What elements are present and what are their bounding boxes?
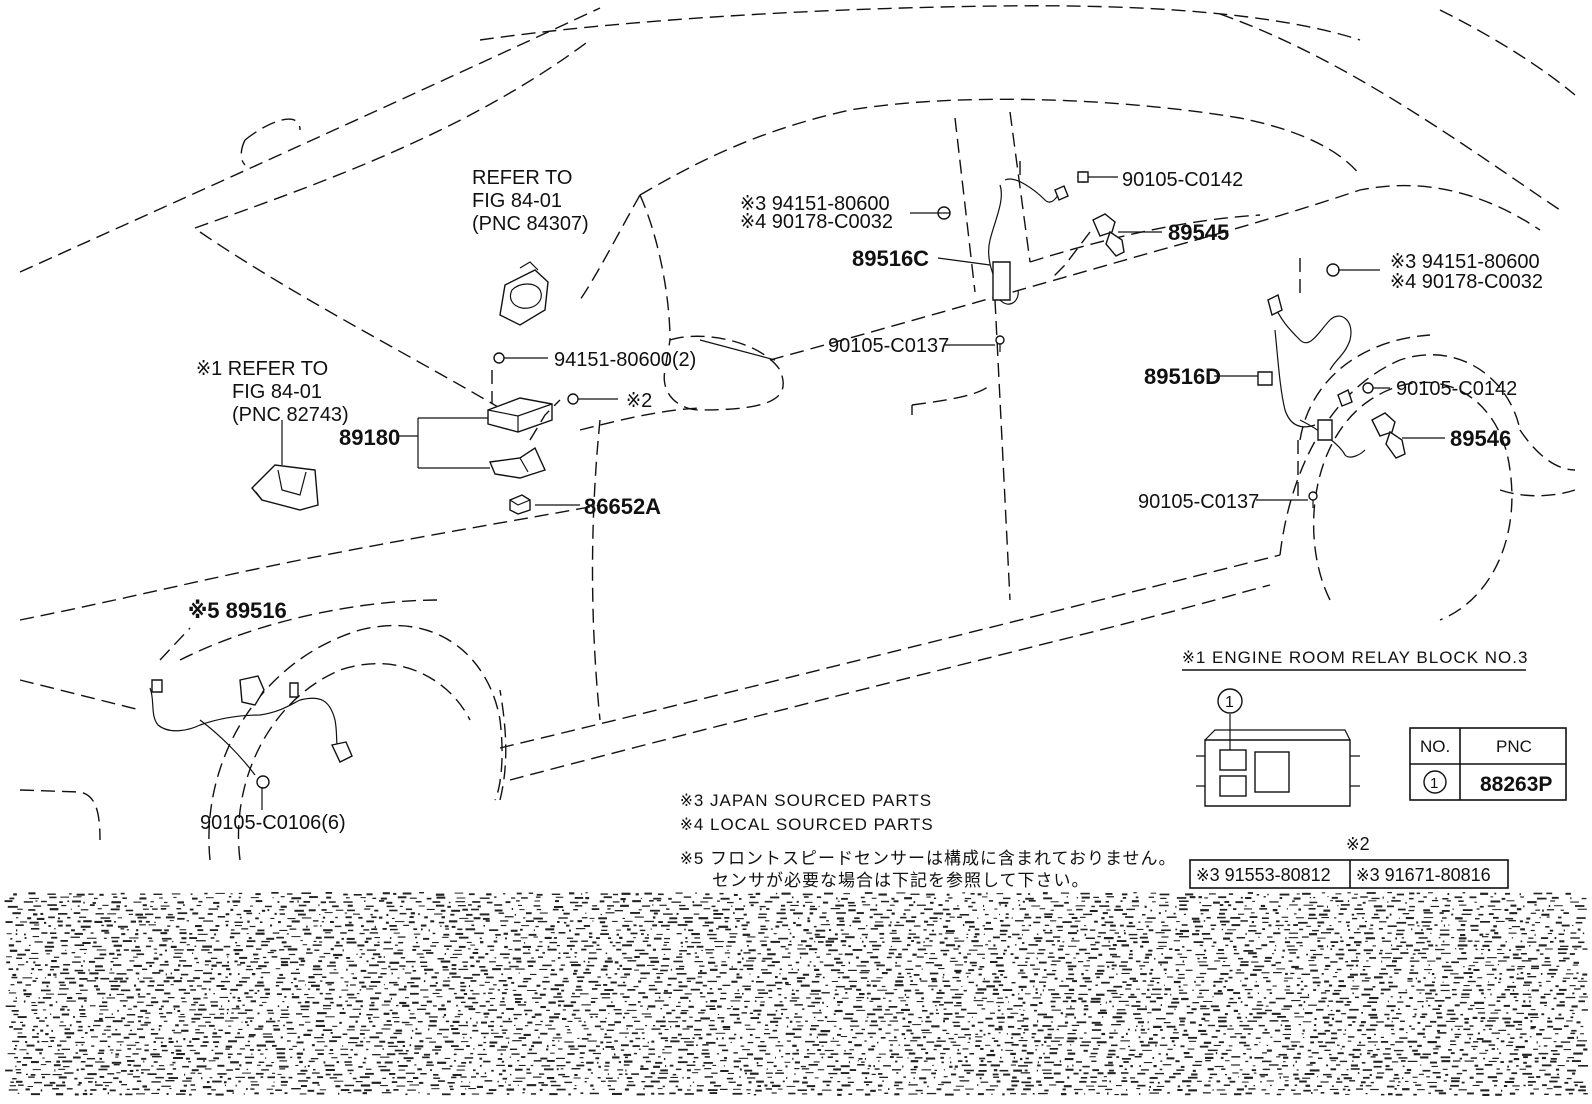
- label-note2-ref: ※2: [626, 390, 652, 412]
- relay-block-inset: ※1 ENGINE ROOM RELAY BLOCK NO.3 1 NO. PN…: [1182, 648, 1566, 806]
- note2-title: ※2: [1346, 834, 1370, 854]
- legend-notes: ※3 JAPAN SOURCED PARTS ※4 LOCAL SOURCED …: [680, 791, 1176, 890]
- leader-lines: [262, 177, 1445, 810]
- label-refer-top-1: REFER TO: [472, 167, 572, 189]
- label-refer-left-1: ※1 REFER TO: [196, 358, 328, 380]
- note2-cell-1: ※3 91553-80812: [1196, 865, 1331, 885]
- pnc-table-header-no: NO.: [1420, 737, 1450, 756]
- connector-86652A-part: [510, 495, 530, 514]
- relay-slot-3: [1255, 752, 1289, 792]
- scan-noise-area: [5, 892, 1589, 1096]
- harness-89516C-part: [989, 160, 1068, 304]
- ecu-89180-part: [488, 370, 560, 478]
- harness-89516D-part: [1258, 258, 1365, 500]
- pnc-table-row-no: 1: [1430, 775, 1438, 792]
- label-89546: 89546: [1450, 426, 1511, 451]
- label-90105-C0142-b: 90105-C0142: [1396, 378, 1517, 400]
- label-89516D: 89516D: [1144, 364, 1221, 389]
- note2-box: ※2 ※3 91553-80812 ※3 91671-80816: [1190, 834, 1508, 888]
- clock-spring-part: [500, 262, 548, 325]
- fasteners: [257, 172, 1373, 788]
- relay-slot-1: [1220, 750, 1246, 770]
- note2-cell-2: ※3 91671-80816: [1356, 865, 1491, 885]
- note-5-line2: センサが必要な場合は下記を参照して下さい。: [712, 871, 1090, 890]
- callout-number: 1: [1225, 694, 1234, 711]
- note-5-line1: ※5 フロントスピードセンサーは構成に含まれておりません。: [680, 849, 1176, 868]
- note-japan-sourced: ※3 JAPAN SOURCED PARTS: [680, 791, 932, 810]
- label-refer-top-2: FIG 84-01: [472, 190, 562, 212]
- label-refer-left-3: (PNC 82743): [232, 404, 349, 426]
- label-86652A: 86652A: [584, 494, 661, 519]
- relay-block-part: [252, 465, 318, 510]
- note-local-sourced: ※4 LOCAL SOURCED PARTS: [680, 815, 934, 834]
- relay-block-title: ※1 ENGINE ROOM RELAY BLOCK NO.3: [1182, 648, 1528, 667]
- label-refer-top-3: (PNC 84307): [472, 213, 589, 235]
- label-90105-C0137-a: 90105-C0137: [828, 335, 949, 357]
- sensor-89546-part: [1372, 413, 1405, 458]
- sensor-89545-part: [1050, 214, 1124, 280]
- label-right-90178-C0032: ※4 90178-C0032: [1390, 271, 1543, 293]
- label-90105-C0106: 90105-C0106(6): [200, 812, 346, 834]
- relay-slot-2: [1220, 776, 1246, 796]
- label-90105-C0142-a: 90105-C0142: [1122, 169, 1243, 191]
- label-right-94151-80600: ※3 94151-80600: [1390, 251, 1540, 273]
- car-body-outline: [20, 6, 1575, 860]
- label-89516C: 89516C: [852, 246, 929, 271]
- pnc-table-row-pnc: 88263P: [1480, 773, 1552, 796]
- pnc-table: NO. PNC 1 88263P: [1410, 728, 1566, 800]
- label-89545: 89545: [1168, 220, 1229, 245]
- label-89180: 89180: [339, 425, 400, 450]
- label-refer-left-2: FIG 84-01: [232, 381, 322, 403]
- label-94151-80600-2: 94151-80600(2): [554, 349, 696, 371]
- part-labels: REFER TO FIG 84-01 (PNC 84307) ※1 REFER …: [188, 167, 1543, 834]
- pnc-table-header-pnc: PNC: [1496, 737, 1532, 756]
- label-89516: ※5 89516: [188, 598, 287, 623]
- harness-89516-part: [150, 628, 352, 775]
- label-90105-C0137-b: 90105-C0137: [1138, 491, 1259, 513]
- label-mid-90178-C0032: ※4 90178-C0032: [740, 211, 893, 233]
